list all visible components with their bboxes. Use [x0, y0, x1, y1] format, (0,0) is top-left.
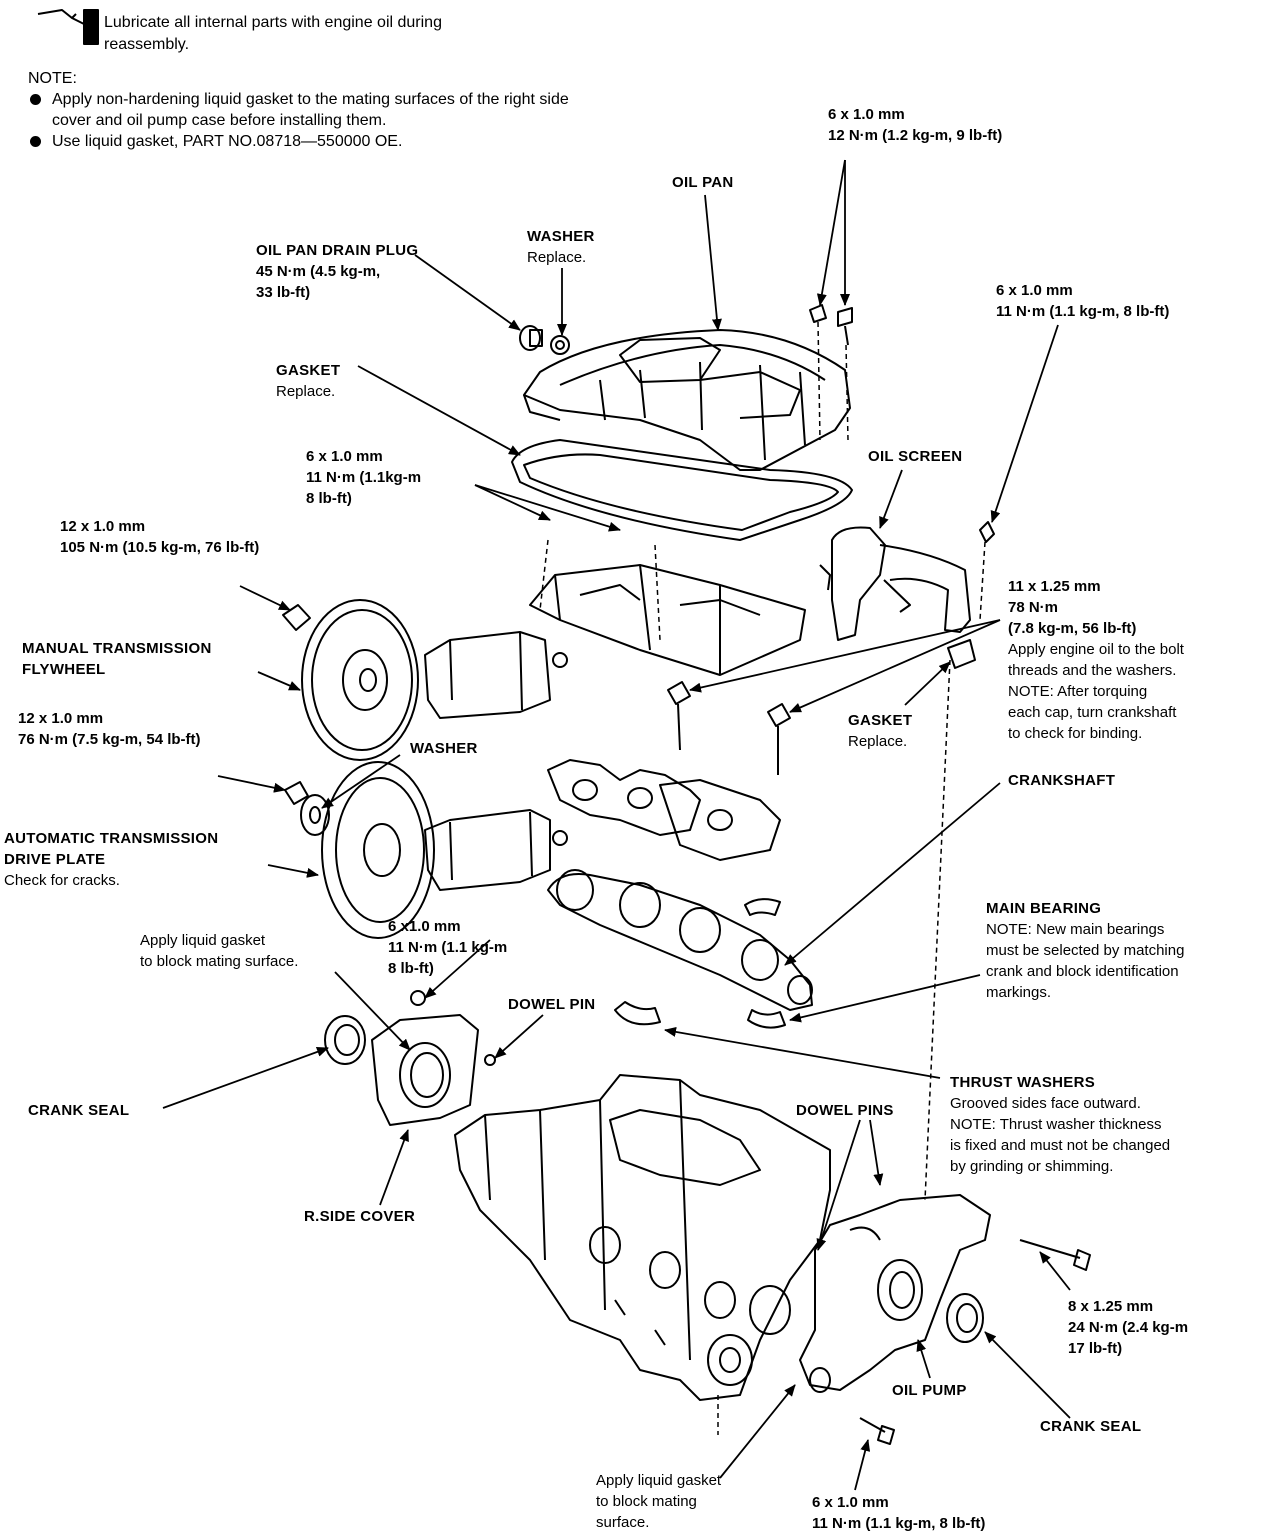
- baffle-plate-part: [529, 539, 806, 676]
- label-oil-screen: OIL SCREEN: [868, 448, 963, 465]
- label-oil-pan-bolt-top: 6 x 1.0 mm 12 N·m (1.2 kg-m, 9 lb-ft): [828, 106, 1003, 144]
- bearing-halves-part: [614, 898, 786, 1029]
- crankshaft-part: [547, 869, 813, 1011]
- label-main-cap-bolt: 11 x 1.25 mm 78 N·m (7.8 kg-m, 56 lb-ft)…: [1008, 578, 1184, 742]
- flywheel-part: [282, 599, 419, 761]
- oil-pump-part: [799, 1194, 991, 1393]
- label-crank-seal-right: CRANK SEAL: [1040, 1418, 1142, 1435]
- label-auto-drive-plate: AUTOMATIC TRANSMISSION DRIVE PLATE Check…: [4, 830, 219, 889]
- label-manual-flywheel: MANUAL TRANSMISSION FLYWHEEL: [22, 640, 212, 678]
- label-pan-bolt-mid: 6 x 1.0 mm 11 N·m (1.1kg-m 8 lb-ft): [306, 448, 422, 507]
- crank-seal-left-part: [324, 1015, 366, 1065]
- pump-bolts-part: [859, 1239, 1091, 1445]
- label-drain-plug: OIL PAN DRAIN PLUG 45 N·m (4.5 kg-m, 33 …: [256, 242, 419, 301]
- label-dowel-pins: DOWEL PINS: [796, 1102, 894, 1119]
- note-heading: NOTE:: [28, 70, 77, 87]
- lubricate-note: Lubricate all internal parts with engine…: [104, 14, 442, 53]
- main-bearing-caps-part: [547, 759, 781, 861]
- engine-block-part: [454, 1074, 831, 1435]
- oil-pan-part: [523, 329, 851, 471]
- note-block: NOTE: Apply non-hardening liquid gasket …: [28, 68, 612, 152]
- label-crank-seal-left: CRANK SEAL: [28, 1102, 130, 1119]
- label-main-bearing: MAIN BEARING NOTE: New main bearings mus…: [986, 900, 1185, 1001]
- label-dowel-pin: DOWEL PIN: [508, 996, 596, 1013]
- note-item: Apply non-hardening liquid gasket to the…: [28, 89, 612, 131]
- label-thrust-washers: THRUST WASHERS Grooved sides face outwar…: [950, 1074, 1171, 1175]
- label-drive-plate-bolt: 12 x 1.0 mm 76 N·m (7.5 kg-m, 54 lb-ft): [18, 710, 201, 748]
- label-gasket-screen: GASKET Replace.: [848, 712, 913, 750]
- label-oil-pan: OIL PAN: [672, 174, 734, 191]
- label-oil-pump: OIL PUMP: [892, 1382, 967, 1399]
- label-flywheel-bolt: 12 x 1.0 mm 105 N·m (10.5 kg-m, 76 lb-ft…: [60, 518, 260, 556]
- label-pump-bolt: 8 x 1.25 mm 24 N·m (2.4 kg-m 17 lb-ft): [1068, 1298, 1189, 1357]
- oil-pan-bolts-part: [809, 304, 853, 441]
- label-pump-bolt-bottom: 6 x 1.0 mm 11 N·m (1.1 kg-m, 8 lb-ft): [812, 1494, 986, 1532]
- label-liquid-gasket-top: Apply liquid gasket to block mating surf…: [140, 932, 299, 970]
- oil-can-icon: [37, 9, 99, 45]
- label-screen-bolt: 6 x 1.0 mm 11 N·m (1.1 kg-m, 8 lb-ft): [996, 282, 1170, 320]
- label-gasket-pan: GASKET Replace.: [276, 362, 341, 400]
- label-washer-top: WASHER Replace.: [527, 228, 595, 266]
- oil-pan-gasket-part: [511, 439, 853, 541]
- label-crankshaft: CRANKSHAFT: [1008, 772, 1116, 789]
- crank-seal-right-part: [946, 1293, 984, 1343]
- drive-plate-part: [284, 761, 435, 939]
- oil-screen-part: [819, 521, 995, 669]
- label-r-side-cover: R.SIDE COVER: [304, 1208, 416, 1225]
- drain-plug-part: [519, 325, 570, 355]
- rear-cover-lower-part: [424, 809, 568, 891]
- side-cover-part: [371, 990, 496, 1126]
- label-side-cover-bolt: 6 x1.0 mm 11 N·m (1.1 kg-m 8 lb-ft): [388, 918, 508, 977]
- note-item: Use liquid gasket, PART NO.08718—550000 …: [28, 131, 612, 152]
- rear-cover-upper-part: [424, 631, 568, 719]
- label-liquid-gasket-bottom: Apply liquid gasket to block mating surf…: [596, 1472, 722, 1531]
- label-washer-mid: WASHER: [410, 740, 478, 757]
- main-cap-bolts-part: [667, 681, 791, 775]
